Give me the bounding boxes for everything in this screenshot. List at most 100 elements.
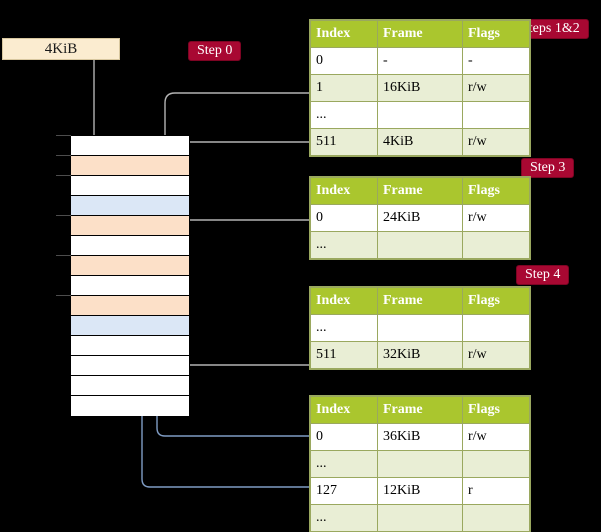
memory-tick-0 bbox=[56, 135, 71, 136]
table-cell bbox=[377, 314, 463, 342]
table-cell: 127 bbox=[310, 477, 378, 505]
table-cell: - bbox=[377, 47, 463, 75]
table-cell: 16KiB bbox=[377, 74, 463, 102]
table-cell: 24KiB bbox=[377, 204, 463, 232]
memory-frame-row bbox=[71, 396, 189, 416]
memory-frame-row bbox=[71, 336, 189, 356]
table-row: ... bbox=[310, 314, 530, 342]
memory-frame-row bbox=[71, 356, 189, 376]
column-header-index: Index bbox=[310, 396, 378, 424]
column-header-index: Index bbox=[310, 177, 378, 205]
table-row: ... bbox=[310, 231, 530, 259]
table-cell: 12KiB bbox=[377, 477, 463, 505]
step-label-step4: Step 4 bbox=[516, 265, 570, 285]
table-cell: ... bbox=[310, 504, 378, 532]
memory-tick-6 bbox=[56, 255, 71, 256]
table-cell: 0 bbox=[310, 423, 378, 451]
wire-level1-to-memory bbox=[165, 92, 480, 150]
table-cell: r/w bbox=[462, 128, 530, 156]
column-header-frame: Frame bbox=[377, 177, 463, 205]
step-label-step3: Step 3 bbox=[521, 158, 575, 178]
table-cell: ... bbox=[310, 450, 378, 478]
table-cell: 511 bbox=[310, 341, 378, 369]
table-cell: 1 bbox=[310, 74, 378, 102]
table-cell bbox=[377, 231, 463, 259]
step-label-step0: Step 0 bbox=[188, 41, 242, 61]
memory-frame-row bbox=[71, 136, 189, 156]
table-cell bbox=[377, 450, 463, 478]
step-label-steps-1-and-2: Steps 1&2 bbox=[512, 19, 589, 39]
column-header-frame: Frame bbox=[377, 287, 463, 315]
table-row: 0-- bbox=[310, 47, 530, 75]
table-cell: ... bbox=[310, 314, 378, 342]
memory-frame-row bbox=[71, 256, 189, 276]
table-cell: ... bbox=[310, 101, 378, 129]
memory-frame-row bbox=[71, 316, 189, 336]
steps12-text: Steps 1&2 bbox=[521, 21, 580, 36]
step0-text: Step 0 bbox=[197, 43, 233, 58]
table-cell bbox=[462, 231, 530, 259]
table-cell bbox=[462, 504, 530, 532]
table-cell bbox=[377, 101, 463, 129]
column-header-flags: Flags bbox=[462, 177, 530, 205]
column-header-index: Index bbox=[310, 287, 378, 315]
step4-text: Step 4 bbox=[525, 267, 561, 282]
table-cell: ... bbox=[310, 231, 378, 259]
memory-frame-row bbox=[71, 156, 189, 176]
wire-level4-row127-to-memory bbox=[142, 215, 480, 488]
table-cell: 0 bbox=[310, 204, 378, 232]
table-cell bbox=[377, 504, 463, 532]
memory-frame-row bbox=[71, 376, 189, 396]
memory-frame-row bbox=[71, 176, 189, 196]
column-header-frame: Frame bbox=[377, 396, 463, 424]
memory-tick-4 bbox=[56, 215, 71, 216]
memory-tick-8 bbox=[56, 295, 71, 296]
memory-frame-row bbox=[71, 276, 189, 296]
table-cell: 36KiB bbox=[377, 423, 463, 451]
table-cell bbox=[462, 101, 530, 129]
table-cell: r bbox=[462, 477, 530, 505]
virtual-page-box: 4KiB bbox=[2, 38, 120, 60]
table-cell: r/w bbox=[462, 74, 530, 102]
table-cell: r/w bbox=[462, 423, 530, 451]
column-header-index: Index bbox=[310, 20, 378, 48]
table-row: ... bbox=[310, 101, 530, 129]
table-cell: 511 bbox=[310, 128, 378, 156]
table-cell: 4KiB bbox=[377, 128, 463, 156]
physical-memory-column bbox=[70, 135, 190, 416]
memory-tick-1 bbox=[56, 155, 71, 156]
table-cell: - bbox=[462, 47, 530, 75]
memory-frame-row bbox=[71, 216, 189, 236]
table-cell bbox=[462, 314, 530, 342]
table-cell: 0 bbox=[310, 47, 378, 75]
column-header-flags: Flags bbox=[462, 396, 530, 424]
table-row: ... bbox=[310, 450, 530, 478]
table-row: ... bbox=[310, 504, 530, 532]
table-cell bbox=[462, 450, 530, 478]
virtual-page-label: 4KiB bbox=[44, 40, 78, 57]
wire-level4-row0-to-memory bbox=[157, 330, 480, 437]
memory-frame-row bbox=[71, 236, 189, 256]
memory-frame-row bbox=[71, 296, 189, 316]
column-header-flags: Flags bbox=[462, 20, 530, 48]
table-cell: r/w bbox=[462, 341, 530, 369]
table-cell: r/w bbox=[462, 204, 530, 232]
memory-frame-row bbox=[71, 196, 189, 216]
memory-tick-2 bbox=[56, 175, 71, 176]
column-header-flags: Flags bbox=[462, 287, 530, 315]
column-header-frame: Frame bbox=[377, 20, 463, 48]
